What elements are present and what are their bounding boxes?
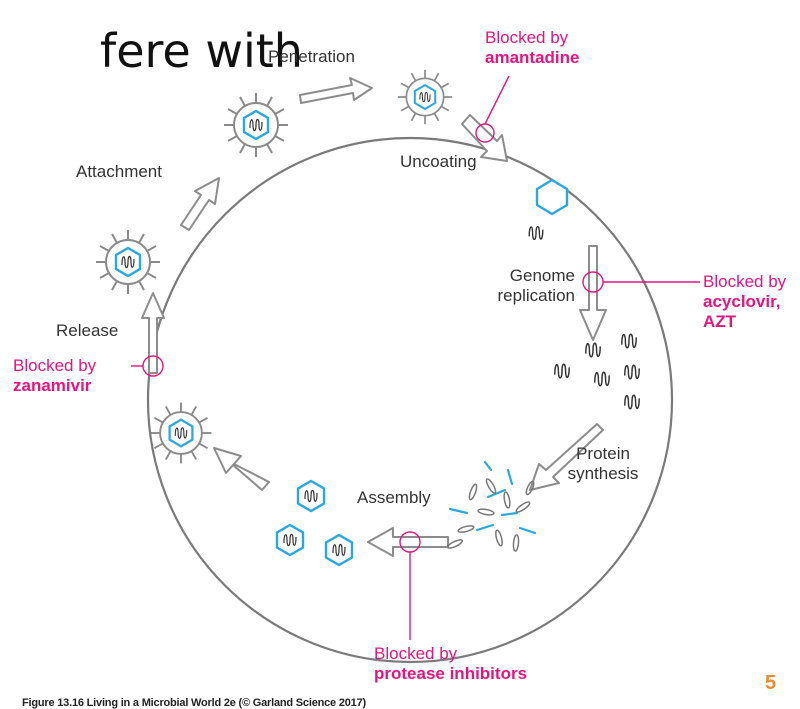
synthesis-arrow (529, 423, 604, 491)
release-arrow (141, 292, 165, 374)
assembled-capsids (277, 481, 352, 565)
penetration-arrow (299, 77, 373, 104)
budding-virion-icon (151, 403, 212, 464)
replicated-genomes (554, 333, 640, 410)
block-amantadine: Blocked by amantadine (485, 28, 579, 68)
penetrating-virion-icon (398, 70, 452, 124)
synthesis-line: synthesis (567, 464, 639, 483)
page-number: 5 (765, 672, 777, 694)
block-zanamivir-prefix: Blocked by (13, 356, 97, 375)
replication-line: replication (497, 286, 576, 305)
block-zanamivir: Blocked by zanamivir (13, 356, 96, 396)
host-cell (146, 136, 674, 664)
genome-line: Genome (509, 266, 575, 285)
block-amantadine-drug: amantadine (485, 48, 580, 67)
uncoating-arrow (461, 114, 508, 162)
stage-release: Release (56, 321, 119, 340)
stage-protein-synthesis: Protein synthesis (563, 444, 643, 484)
stage-penetration: Penetration (268, 47, 355, 66)
block-zanamivir-drug: zanamivir (13, 376, 92, 395)
free-virion-icon (96, 230, 160, 294)
stage-uncoating: Uncoating (400, 152, 477, 171)
assembly-arrow (367, 527, 449, 557)
protein-fragments (446, 460, 537, 552)
protein-line: Protein (576, 444, 630, 463)
slide-title: fere with (100, 24, 303, 78)
attachment-arrow (180, 177, 220, 231)
block-protease: Blocked by protease inhibitors (374, 644, 527, 684)
stage-assembly: Assembly (357, 488, 431, 507)
replication-arrow (579, 245, 607, 341)
exit-arrow (213, 447, 270, 491)
stage-attachment: Attachment (76, 162, 162, 181)
block-protease-prefix: Blocked by (374, 644, 458, 663)
block-acyclovir-drug-1: acyclovir, (703, 292, 781, 311)
block-amantadine-prefix: Blocked by (485, 28, 569, 47)
figure-credit: Figure 13.16 Living in a Microbial World… (22, 697, 366, 709)
attaching-virion-icon (224, 93, 288, 157)
block-acyclovir-drug-2: AZT (703, 312, 737, 331)
block-acyclovir-prefix: Blocked by (703, 272, 787, 291)
block-acyclovir: Blocked by acyclovir, AZT (703, 272, 786, 332)
block-protease-drug: protease inhibitors (374, 664, 528, 683)
stage-genome-replication: Genome replication (492, 266, 576, 306)
genome-icon (528, 225, 544, 241)
empty-capsid-icon (535, 178, 569, 216)
